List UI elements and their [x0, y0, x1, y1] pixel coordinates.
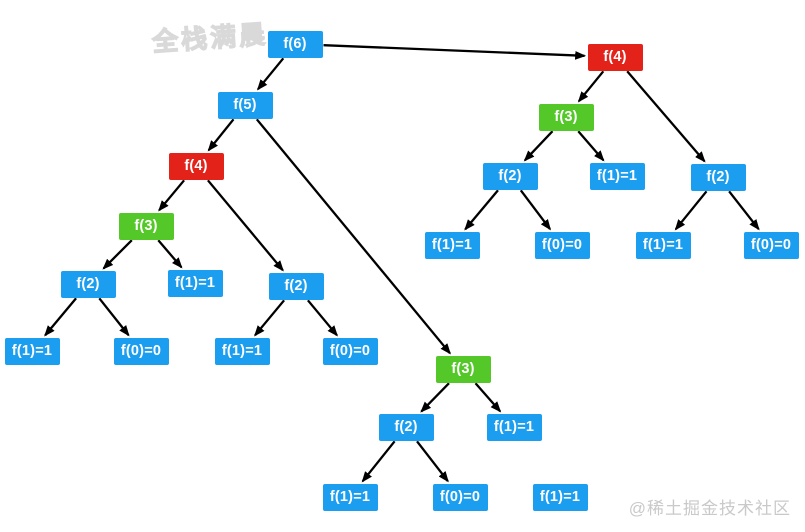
node-m-f2: f(2) [268, 272, 324, 300]
node-ll-f0: f(0)=0 [113, 337, 169, 365]
node-f5: f(5) [217, 91, 273, 119]
node-rll-f0: f(0)=0 [534, 231, 590, 259]
node-rl-f2: f(2) [482, 162, 538, 190]
node-l-f4: f(4) [168, 152, 224, 180]
node-rr-f2: f(2) [690, 163, 746, 191]
node-rrl-f1: f(1)=1 [635, 231, 691, 259]
node-ml-f0: f(0)=0 [322, 337, 378, 365]
node-l-f3: f(3) [118, 212, 174, 240]
node-ll-f1: f(1)=1 [4, 337, 60, 365]
node-rrl-f0: f(0)=0 [743, 231, 799, 259]
node-r-f4: f(4) [587, 43, 643, 71]
node-iso-f1: f(1)=1 [532, 483, 588, 511]
node-l-f1: f(1)=1 [167, 269, 223, 297]
node-b-f3: f(3) [435, 355, 491, 383]
node-l-f2: f(2) [60, 270, 116, 298]
node-ml-f1: f(1)=1 [214, 337, 270, 365]
watermark-bottom: @稀土掘金技术社区 [628, 499, 791, 518]
node-bl-f1: f(1)=1 [322, 483, 378, 511]
node-f6: f(6) [267, 30, 323, 58]
node-r-f3: f(3) [538, 103, 594, 131]
node-b-f2: f(2) [378, 413, 434, 441]
node-bl-f0: f(0)=0 [432, 483, 488, 511]
node-b-f1: f(1)=1 [486, 413, 542, 441]
node-rll-f1: f(1)=1 [424, 231, 480, 259]
node-rl-f1: f(1)=1 [589, 162, 645, 190]
